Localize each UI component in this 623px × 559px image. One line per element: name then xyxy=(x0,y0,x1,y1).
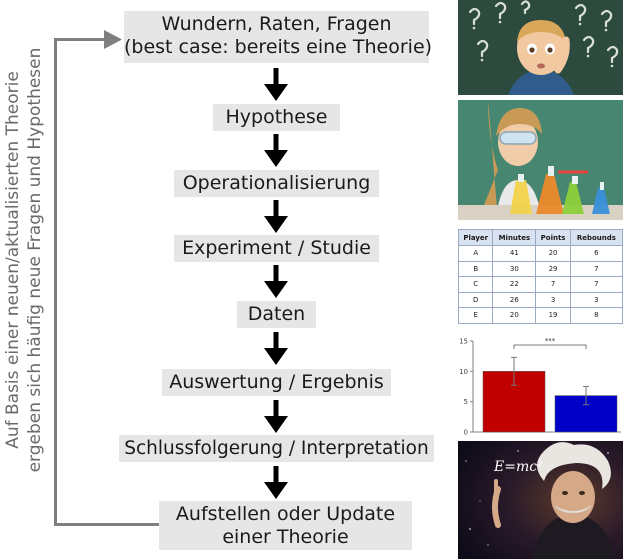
arrow-right-icon xyxy=(104,30,122,49)
step-theory: Aufstellen oder Update einer Theorie xyxy=(159,501,412,550)
table-cell: 7 xyxy=(569,276,623,293)
puzzled-child-image xyxy=(458,0,623,95)
table-cell: D xyxy=(457,291,494,308)
step-theory-line2: einer Theorie xyxy=(222,526,349,548)
step-question: Wundern, Raten, Fragen (best case: berei… xyxy=(124,11,433,63)
einstein-formula: E=mc² xyxy=(493,459,543,475)
table-cell: 8 xyxy=(569,307,623,324)
y-tick-label: 5 xyxy=(464,398,468,406)
einstein-image: E=mc² xyxy=(458,441,623,559)
chart-bars: *** xyxy=(482,337,618,433)
step-hypothesis-label: Hypothese xyxy=(225,106,328,128)
arrow-down-icon xyxy=(264,200,288,233)
table-cell: 6 xyxy=(569,245,623,262)
table-header-cell: Player xyxy=(457,229,494,246)
table-cell: 7 xyxy=(535,276,571,293)
loop-line-top xyxy=(54,38,106,41)
feedback-text-line2: ergeben sich häufig neue Fragen und Hypo… xyxy=(25,47,45,473)
loop-line-bottom xyxy=(54,523,159,526)
table-header-cell: Minutes xyxy=(492,229,537,246)
y-tick-label: 10 xyxy=(459,368,468,376)
step-experiment: Experiment / Studie xyxy=(174,235,379,262)
y-tick-label: 15 xyxy=(459,338,468,346)
arrow-down-icon xyxy=(264,400,288,433)
step-operationalization: Operationalisierung xyxy=(174,170,379,197)
table-cell: 19 xyxy=(535,307,571,324)
table-cell: 3 xyxy=(535,291,571,308)
table-header-cell: Points xyxy=(535,229,571,246)
arrow-down-icon xyxy=(264,332,288,365)
step-hypothesis: Hypothese xyxy=(213,104,340,131)
table-cell: 30 xyxy=(492,260,537,277)
arrow-down-icon xyxy=(264,134,288,167)
step-question-line1: Wundern, Raten, Fragen xyxy=(161,13,392,35)
arrow-down-icon xyxy=(264,68,288,101)
table-cell: 22 xyxy=(492,276,537,293)
loop-line-vertical xyxy=(54,38,57,526)
table-cell: 41 xyxy=(492,245,537,262)
table-cell: B xyxy=(457,260,494,277)
step-operationalization-label: Operationalisierung xyxy=(182,172,371,194)
step-experiment-label: Experiment / Studie xyxy=(182,237,371,259)
table-cell: 3 xyxy=(569,291,623,308)
table-cell: A xyxy=(457,245,494,262)
table-header-cell: Rebounds xyxy=(569,229,623,246)
arrow-down-icon xyxy=(264,265,288,298)
table-cell: 7 xyxy=(569,260,623,277)
step-question-line2: (best case: bereits eine Theorie) xyxy=(124,36,433,58)
table-cell: E xyxy=(457,307,494,324)
table-cell: 29 xyxy=(535,260,571,277)
table-cell: 26 xyxy=(492,291,537,308)
table-header-row: Player Minutes Points Rebounds xyxy=(457,229,623,246)
table-cell: 20 xyxy=(492,307,537,324)
feedback-text-line1: Auf Basis einer neuen/aktualisierten The… xyxy=(3,71,23,449)
step-conclusion: Schlussfolgerung / Interpretation xyxy=(119,435,434,462)
table-cell: C xyxy=(457,276,494,293)
step-evaluation-label: Auswertung / Ergebnis xyxy=(169,371,384,393)
significance-label: *** xyxy=(545,337,556,345)
step-data: Daten xyxy=(237,301,316,328)
feedback-text: Auf Basis einer neuen/aktualisierten The… xyxy=(2,15,46,505)
step-data-label: Daten xyxy=(247,303,306,325)
girl-experiment-image xyxy=(458,100,623,220)
step-theory-line1: Aufstellen oder Update xyxy=(175,503,396,525)
table-cell: 20 xyxy=(535,245,571,262)
arrow-down-icon xyxy=(264,466,288,499)
y-tick-label: 0 xyxy=(464,429,468,437)
step-evaluation: Auswertung / Ergebnis xyxy=(162,369,391,396)
significance-bracket xyxy=(513,344,587,349)
bar-chart: 0 5 10 15 *** xyxy=(459,337,621,437)
step-conclusion-label: Schlussfolgerung / Interpretation xyxy=(124,438,429,459)
